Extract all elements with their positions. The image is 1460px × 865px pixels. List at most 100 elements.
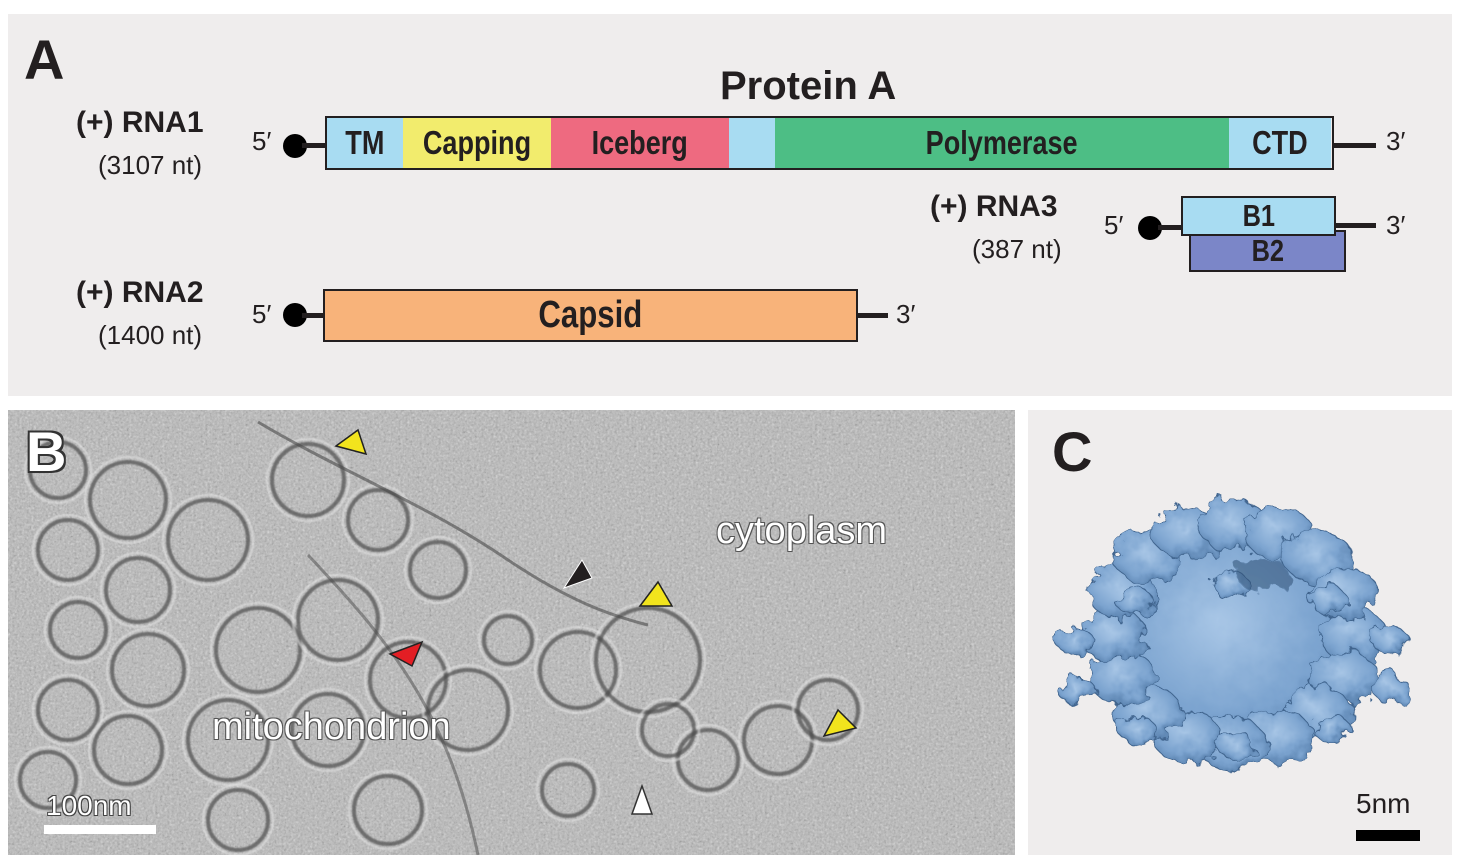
rna3-right-line [1336,223,1376,228]
capsid-subunit [1056,626,1094,656]
vesicle-ring [36,518,100,582]
capsid-subunit [1119,715,1157,745]
vesicle-ring [408,540,468,600]
vesicle-ring [28,440,88,500]
rna3-b2-box: B2 [1189,230,1346,272]
rna3-name: (+) RNA3 [930,190,1058,223]
domain-linker [729,118,775,168]
panel-letter-b: B [26,420,67,483]
arrowhead-black [562,559,593,589]
panel-c-capsid-model: C 5nm [1028,410,1452,855]
vesicle-ring [290,692,366,768]
capsid-subunit [1216,730,1254,760]
vesicle-ring [48,600,108,660]
vesicle-halo [32,514,104,586]
domain-polymerase: Polymerase [775,118,1229,168]
capsid-subunit [1372,674,1410,704]
vesicle-ring [482,614,534,666]
arrowhead-yellow-3 [822,708,858,738]
label-cytoplasm: cytoplasm [716,510,888,552]
rna1-right-line [1334,143,1376,148]
vesicle-halo [32,674,104,746]
vesicle-ring [166,498,250,582]
capsid-subunit [1115,586,1153,616]
vesicle-halo [364,636,452,724]
vesicle-ring [206,788,270,852]
rna1-gene-box: TM Capping Iceberg Polymerase CTD [325,116,1334,170]
vesicle-halo [24,436,92,504]
vesicle-ring [214,606,302,694]
vesicle-halo [266,438,350,522]
vesicle-ring [110,632,186,708]
vesicle-ring [796,678,860,742]
vesicle-halo [636,698,700,762]
capsid-subunit [1309,585,1347,615]
domain-capping: Capping [403,118,551,168]
tomogram-image [8,410,1015,855]
vesicle-ring [18,750,78,810]
rna3-left-line [1158,225,1182,230]
rna2-five-prime: 5′ [252,299,272,329]
rna2-name: (+) RNA2 [76,276,204,309]
capsid-pore [1236,558,1290,592]
domain-tm: TM [327,118,403,168]
vesicle-halo [286,688,370,772]
vesicle-halo [292,574,384,666]
protein-a-title: Protein A [720,64,897,108]
vesicle-halo [792,674,864,746]
vesicle-halo [106,628,190,712]
rna3-three-prime: 3′ [1386,210,1406,240]
rna2-length: (1400 nt) [98,320,203,350]
rna2-three-prime: 3′ [896,299,916,329]
b2-label: B2 [1251,233,1284,268]
vesicle-ring [186,698,270,782]
vesicle-halo [404,536,472,604]
rna1-name: (+) RNA1 [76,106,204,139]
scale-text-5nm: 5nm [1356,788,1411,819]
scale-text-100nm: 100nm [46,790,132,821]
vesicle-ring [104,556,172,624]
capsid-subunit [1058,676,1096,706]
rna1-five-prime: 5′ [252,126,272,156]
b1-label: B1 [1242,198,1275,233]
vesicle-ring [540,762,596,818]
domain-ctd: CTD [1229,118,1331,168]
arrowhead-yellow-2 [638,580,674,607]
panel-letter-c: C [1052,420,1093,483]
vesicle-ring [352,774,424,846]
vesicle-ring [742,704,814,776]
vesicle-halo [182,694,274,786]
rna3-b1-box: B1 [1181,196,1336,236]
arrowhead-white [630,783,654,815]
vesicle-ring [368,640,448,720]
capsid-subunit [1370,624,1408,654]
domain-iceberg: Iceberg [551,118,729,168]
vesicle-halo [100,552,176,628]
rna2-capsid-box: Capsid [323,289,858,342]
rna1-left-line [302,143,326,148]
vesicle-halo [536,758,600,822]
vesicle-ring [296,578,380,662]
rna3-length: (387 nt) [972,234,1062,264]
capsid-label: Capsid [538,294,643,336]
vesicle-ring [640,702,696,758]
vesicle-halo [88,710,168,790]
capsid-subunit [1313,714,1351,744]
arrowhead-red [388,640,424,668]
scale-bar-5nm [1356,830,1420,841]
vesicle-ring [538,630,618,710]
vesicle-halo [84,456,172,544]
vesicle-ring [270,442,346,518]
vesicle-ring [36,678,100,742]
vesicle-halo [534,626,622,714]
vesicle-ring [88,460,168,540]
rna1-three-prime: 3′ [1386,126,1406,156]
vesicle-halo [44,596,112,664]
scale-bar-100nm [44,825,156,834]
vesicle-halo [202,784,274,855]
panel-b-tomogram: B cytoplasm mitochondrion 100nm [8,410,1015,855]
vesicle-halo [14,746,82,814]
vesicle-ring [346,488,410,552]
panel-letter-a: A [24,28,65,91]
rna2-left-line [302,313,326,318]
